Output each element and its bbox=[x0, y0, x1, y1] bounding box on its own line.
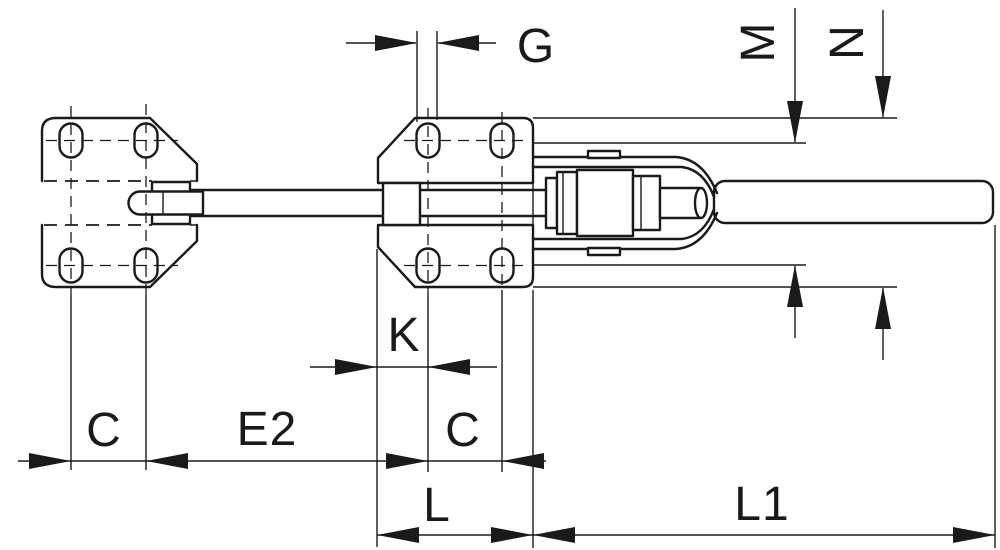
fork-tab-bottom bbox=[586, 246, 622, 257]
dim-label-l1: L1 bbox=[734, 478, 789, 531]
extension-line bbox=[427, 290, 503, 472]
body-column bbox=[381, 181, 422, 227]
fork-arm bbox=[531, 155, 719, 195]
fork-arm bbox=[531, 211, 719, 251]
arrowhead bbox=[386, 453, 428, 469]
centerline bbox=[404, 139, 526, 267]
centerline bbox=[427, 108, 503, 292]
arrowhead bbox=[491, 527, 533, 543]
arrowhead bbox=[875, 287, 891, 329]
dim-label-c-left: C bbox=[86, 404, 122, 457]
rod-eye bbox=[127, 190, 205, 216]
arrowhead bbox=[502, 453, 544, 469]
fork-tab-top bbox=[586, 149, 622, 160]
pull-rod-assembly bbox=[531, 117, 995, 288]
dimension-m: M bbox=[732, 8, 803, 338]
threaded-rod bbox=[418, 188, 548, 218]
dim-label-g: G bbox=[517, 20, 555, 73]
left-mounting-plate bbox=[40, 104, 385, 470]
dimension-annotations: G M N K C bbox=[18, 8, 996, 548]
arrowhead bbox=[875, 76, 891, 118]
dimension-n: N bbox=[821, 10, 891, 360]
arrowhead bbox=[29, 453, 71, 469]
fork-arm bbox=[531, 165, 716, 199]
spindle-end bbox=[693, 186, 709, 220]
dimension-c-e2-c: C E2 C bbox=[18, 403, 546, 469]
arrowhead bbox=[146, 453, 188, 469]
clamp-body bbox=[376, 108, 548, 472]
dimension-g: G bbox=[346, 20, 555, 122]
arrowhead bbox=[375, 35, 417, 51]
spindle-cylinder bbox=[658, 186, 702, 220]
centerline bbox=[70, 104, 147, 294]
hex-nut-left bbox=[555, 170, 579, 236]
dim-label-e2: E2 bbox=[237, 403, 298, 456]
dimension-l-l1: L L1 bbox=[376, 225, 996, 548]
rod-left-segment bbox=[188, 188, 385, 218]
arrowhead bbox=[437, 35, 479, 51]
arrowhead bbox=[787, 265, 803, 307]
arrowhead bbox=[335, 359, 377, 375]
dim-label-l: L bbox=[423, 479, 451, 532]
centerline bbox=[46, 139, 178, 267]
arrowhead bbox=[533, 527, 575, 543]
dimension-k: K bbox=[310, 309, 497, 375]
dim-label-c-middle: C bbox=[445, 404, 481, 457]
arrowhead bbox=[953, 527, 995, 543]
dim-label-k: K bbox=[387, 309, 420, 362]
extension-line bbox=[416, 31, 438, 122]
extension-line bbox=[376, 225, 996, 548]
pull-rod bbox=[712, 179, 995, 225]
arrowhead bbox=[377, 527, 419, 543]
hex-nut-right bbox=[631, 174, 662, 232]
spindle-block bbox=[575, 168, 635, 238]
fork-arm bbox=[531, 207, 716, 241]
washer bbox=[544, 176, 559, 230]
dim-label-n: N bbox=[821, 24, 874, 60]
arrowhead bbox=[787, 101, 803, 143]
arrowhead bbox=[428, 359, 470, 375]
extension-line bbox=[70, 294, 147, 470]
dim-label-m: M bbox=[732, 22, 785, 63]
